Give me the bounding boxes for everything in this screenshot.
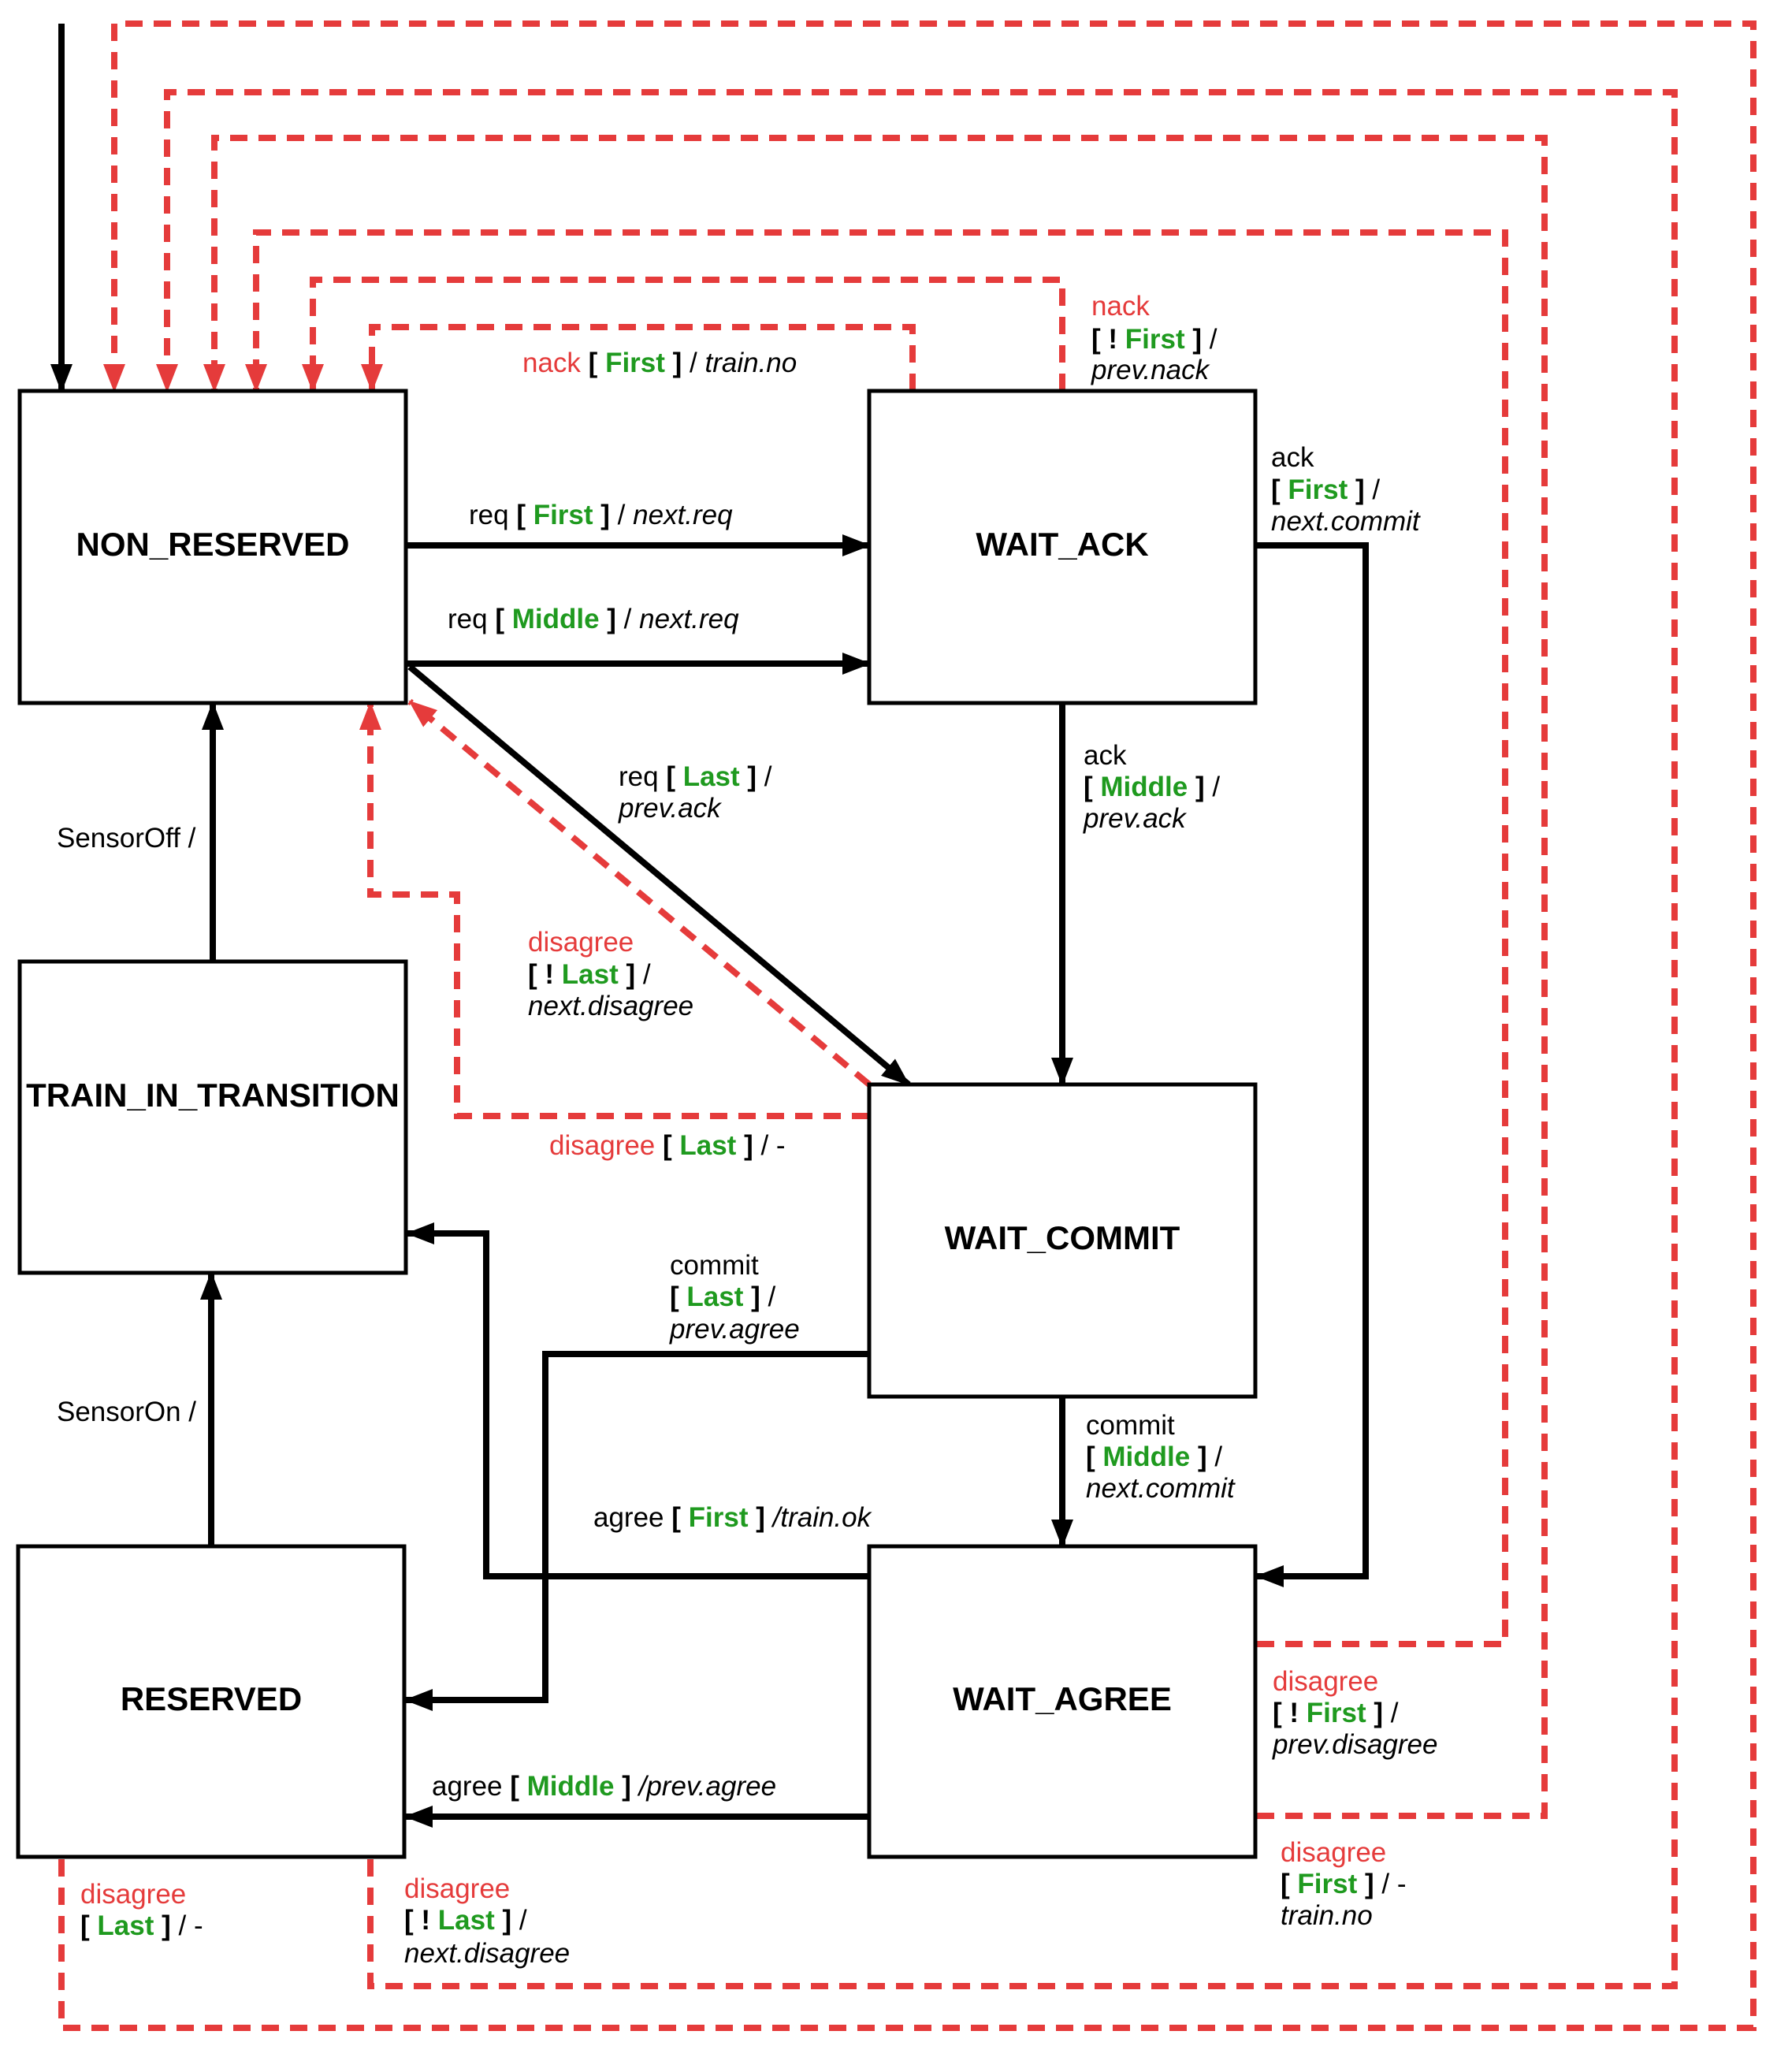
label-disagree-first: disagree (1281, 1837, 1386, 1868)
label-commit-last: commit (670, 1250, 759, 1281)
state-wait-ack-label: WAIT_ACK (976, 526, 1148, 563)
label-ack-middle-action: prev.ack (1083, 803, 1187, 834)
state-train-in-transition-label: TRAIN_IN_TRANSITION (26, 1077, 400, 1114)
dashed-disagree-last-arrow (359, 701, 869, 1119)
label-nack-not-first-action: prev.nack (1091, 355, 1210, 385)
state-non-reserved-label: NON_RESERVED (76, 526, 350, 563)
dashed-nack-first-arrow (361, 324, 916, 392)
ack-first-arrow (1255, 542, 1369, 1587)
label-ack-first-action: next.commit (1271, 506, 1421, 537)
state-wait-commit: WAIT_COMMIT (867, 1082, 1258, 1399)
agree-first-arrow (406, 1222, 869, 1579)
dashed-transitions (58, 20, 1757, 2031)
dashed-disagree-not-first-arrow (245, 229, 1508, 1647)
label-ack-middle-guard: [ Middle ] / (1084, 772, 1220, 802)
label-req-last: req [ Last ] / (619, 761, 772, 792)
label-disagree-not-last-reserved-action: next.disagree (404, 1938, 570, 1969)
label-commit-last-guard: [ Last ] / (670, 1282, 775, 1312)
state-wait-agree: WAIT_AGREE (867, 1544, 1258, 1859)
dashed-disagree-not-last-reserved-arrow (156, 89, 1678, 1989)
label-ack-middle: ack (1084, 740, 1127, 771)
label-disagree-not-last-action: next.disagree (528, 991, 693, 1021)
label-commit-middle: commit (1086, 1410, 1175, 1441)
label-disagree-not-last-guard: [ ! Last ] / (528, 959, 651, 990)
state-non-reserved: NON_RESERVED (17, 389, 408, 705)
label-req-middle: req [ Middle ] / next.req (448, 604, 739, 634)
label-sensor-off: SensorOff / (57, 823, 196, 854)
label-disagree-not-last: disagree (528, 927, 634, 958)
state-train-in-transition: TRAIN_IN_TRANSITION (17, 959, 408, 1275)
label-commit-middle-action: next.commit (1086, 1473, 1236, 1504)
state-reserved-label: RESERVED (121, 1680, 302, 1717)
dashed-disagree-not-last-arrow (407, 698, 872, 1088)
label-commit-middle-guard: [ Middle ] / (1086, 1441, 1222, 1472)
state-reserved: RESERVED (16, 1544, 407, 1859)
solid-transitions (50, 24, 1369, 1828)
label-nack-not-first: nack (1091, 291, 1150, 322)
label-req-last-action: prev.ack (618, 793, 722, 824)
label-nack-not-first-guard: [ ! First ] / (1091, 324, 1218, 355)
label-disagree-not-first: disagree (1273, 1666, 1378, 1697)
label-disagree-first-action: train.no (1281, 1900, 1373, 1931)
label-disagree-not-last-reserved: disagree (404, 1873, 510, 1904)
label-ack-first-guard: [ First ] / (1271, 474, 1380, 505)
label-disagree-not-first-action: prev.disagree (1272, 1729, 1437, 1760)
label-disagree-not-first-guard: [ ! First ] / (1273, 1698, 1399, 1728)
req-last-arrow (407, 664, 911, 1088)
dashed-disagree-last-reserved-arrow (58, 20, 1757, 2031)
label-disagree-last-reserved-guard: [ Last ] / - (80, 1910, 203, 1941)
label-disagree-not-last-reserved-guard: [ ! Last ] / (404, 1905, 527, 1936)
state-wait-agree-label: WAIT_AGREE (953, 1680, 1172, 1717)
label-disagree-last-reserved: disagree (80, 1879, 186, 1910)
state-wait-ack: WAIT_ACK (867, 389, 1258, 705)
label-disagree-first-guard: [ First ] / - (1281, 1869, 1406, 1899)
dashed-nack-not-first-arrow (302, 277, 1065, 392)
label-nack-first: nack [ First ] / train.no (522, 348, 797, 378)
label-disagree-last: disagree [ Last ] / - (549, 1130, 786, 1161)
label-sensor-on: SensorOn / (57, 1397, 196, 1427)
state-wait-commit-label: WAIT_COMMIT (945, 1219, 1180, 1256)
dashed-disagree-first-arrow (203, 135, 1548, 1819)
label-agree-first: agree [ First ] /train.ok (593, 1502, 872, 1533)
label-agree-middle: agree [ Middle ] /prev.agree (432, 1771, 776, 1802)
commit-last-arrow (404, 1351, 869, 1711)
label-commit-last-action: prev.agree (669, 1314, 800, 1345)
label-ack-first: ack (1271, 442, 1314, 473)
label-req-first: req [ First ] / next.req (469, 500, 733, 530)
